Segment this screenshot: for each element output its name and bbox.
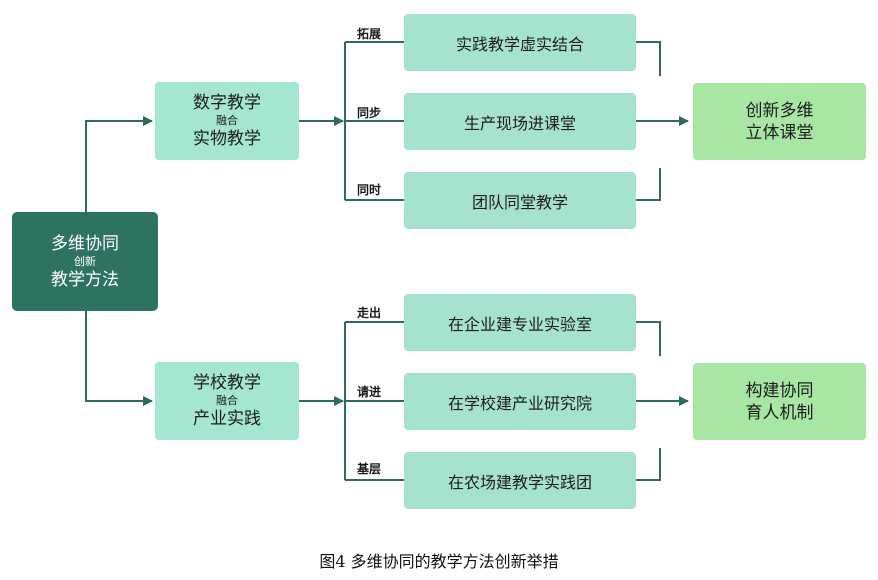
connector-lower-merge-1 — [636, 321, 661, 356]
root-node: 多维协同 创新 教学方法 — [12, 212, 158, 311]
upper-item-1: 实践教学虚实结合 — [404, 14, 636, 71]
upper-hub-line3: 实物教学 — [193, 129, 261, 149]
connector-lower-merge-3 — [636, 448, 661, 481]
lower-item-3-text: 在农场建教学实践团 — [447, 472, 592, 492]
lower-branch-label-2: 请进 — [357, 385, 382, 399]
upper-hub-node: 数字教学 融合 实物教学 — [155, 82, 299, 160]
lower-result-line1: 构建协同 — [745, 380, 814, 401]
lower-branch-label-3: 基层 — [357, 462, 382, 476]
lower-hub-node: 学校教学 融合 产业实践 — [155, 362, 299, 440]
upper-branch-label-2: 同步 — [357, 106, 382, 120]
root-line3: 教学方法 — [51, 269, 119, 290]
upper-item-3: 团队同堂教学 — [404, 172, 636, 229]
lower-item-2: 在学校建产业研究院 — [404, 373, 636, 430]
root-line2: 创新 — [74, 254, 96, 268]
upper-item-2-text: 生产现场进课堂 — [463, 113, 576, 133]
upper-hub-line2: 融合 — [216, 114, 238, 127]
lower-hub-line2: 融合 — [216, 394, 238, 407]
connector-root-to-upper-hub — [85, 116, 153, 212]
upper-branch-label-1: 拓展 — [357, 27, 382, 41]
upper-item-1-text: 实践教学虚实结合 — [455, 34, 584, 54]
root-line1: 多维协同 — [51, 233, 119, 254]
upper-result-line1: 创新多维 — [745, 100, 814, 121]
lower-item-1: 在企业建专业实验室 — [404, 294, 636, 351]
lower-branch-label-1: 走出 — [357, 306, 382, 320]
connector-upper-merge-3 — [636, 168, 661, 201]
lower-result-line2: 育人机制 — [745, 402, 814, 423]
lower-item-2-text: 在学校建产业研究院 — [447, 393, 592, 413]
upper-branch-label-3: 同时 — [357, 183, 382, 197]
upper-result-line2: 立体课堂 — [745, 122, 814, 143]
lower-item-3: 在农场建教学实践团 — [404, 452, 636, 509]
connector-root-to-lower-hub — [85, 311, 153, 406]
upper-item-3-text: 团队同堂教学 — [471, 192, 568, 212]
connector-upper-merge-1 — [636, 41, 661, 76]
upper-result-node: 创新多维 立体课堂 — [693, 83, 866, 160]
upper-hub-line1: 数字教学 — [193, 93, 261, 113]
lower-hub-line1: 学校教学 — [193, 373, 261, 393]
upper-item-2: 生产现场进课堂 — [404, 93, 636, 150]
lower-result-node: 构建协同 育人机制 — [693, 363, 866, 440]
lower-item-1-text: 在企业建专业实验室 — [447, 314, 592, 334]
lower-hub-line3: 产业实践 — [193, 409, 261, 429]
figure-caption: 图4 多维协同的教学方法创新举措 — [319, 552, 559, 571]
